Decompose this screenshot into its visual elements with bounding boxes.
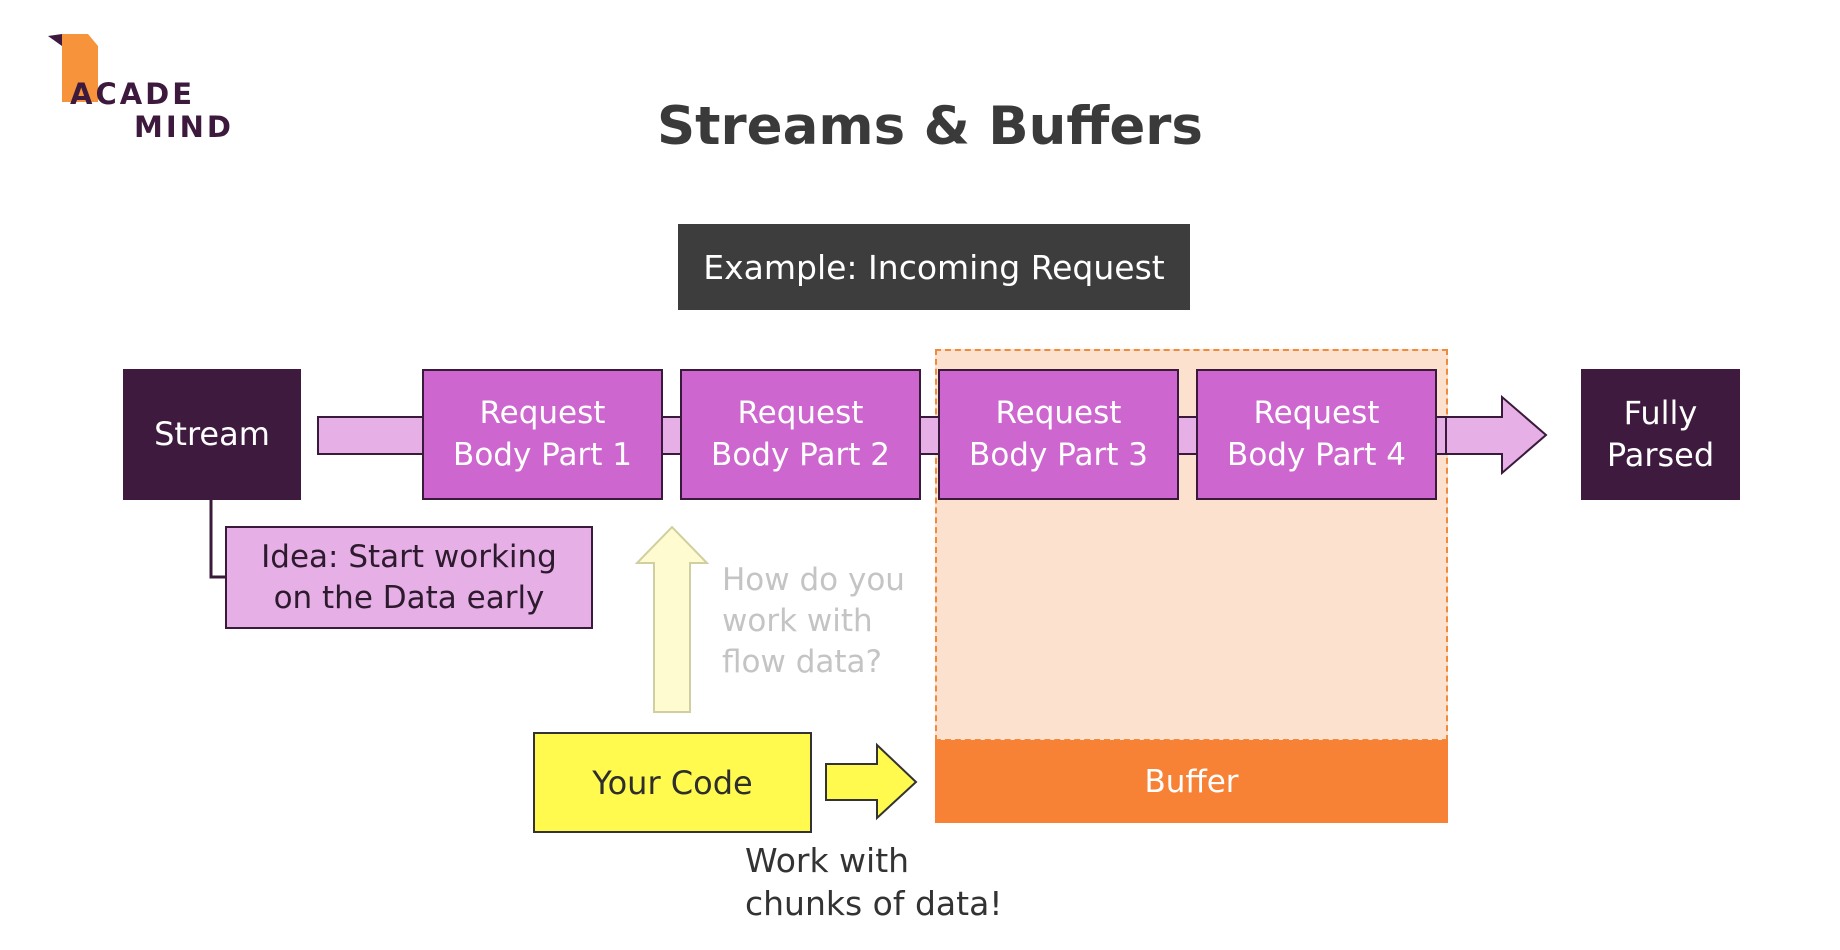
part-4-line1: Request (1253, 394, 1380, 431)
part-3-line2: Body Part 3 (969, 436, 1148, 473)
idea-note: Idea: Start working on the Data early (225, 526, 593, 629)
part-2-line2: Body Part 2 (711, 436, 890, 473)
bookmark-logo-icon (48, 34, 98, 102)
question-line3: flow data? (722, 644, 882, 681)
idea-line2: on the Data early (273, 579, 545, 616)
logo-text-line2: MIND (134, 110, 234, 144)
fully-parsed-box: Fully Parsed (1581, 369, 1740, 500)
question-line1: How do you (722, 562, 905, 598)
flow-arrow (1445, 394, 1548, 476)
request-part-2: Request Body Part 2 (680, 369, 921, 500)
chunks-line2: chunks of data! (745, 883, 1003, 923)
example-label: Example: Incoming Request (678, 224, 1190, 310)
request-part-3: Request Body Part 3 (938, 369, 1179, 500)
chunks-line1: Work with (745, 841, 910, 880)
logo-text-line1: ACADE (70, 77, 196, 111)
fully-parsed-line2: Parsed (1606, 435, 1715, 474)
buffer-bar: Buffer (935, 740, 1448, 823)
buffer-label: Buffer (1144, 763, 1239, 800)
fully-parsed-line1: Fully (1623, 393, 1698, 432)
request-part-1: Request Body Part 1 (422, 369, 663, 500)
question-line2: work with (722, 603, 873, 640)
stream-box: Stream (123, 369, 301, 500)
your-code-label: Your Code (592, 763, 753, 802)
part-4-line2: Body Part 4 (1227, 436, 1406, 473)
part-1-line2: Body Part 1 (453, 436, 632, 473)
academind-logo: ACADE MIND (48, 34, 238, 144)
your-code-box: Your Code (533, 732, 812, 833)
part-1-line1: Request (479, 394, 606, 431)
stream-label: Stream (154, 414, 270, 453)
page-title: Streams & Buffers (657, 96, 1203, 157)
request-part-4: Request Body Part 4 (1196, 369, 1437, 500)
right-arrow-icon (825, 742, 918, 821)
idea-connector (209, 500, 226, 579)
up-arrow-icon (634, 525, 710, 713)
idea-line1: Idea: Start working (261, 539, 557, 576)
flow-data-question: How do you work with flow data? (722, 560, 952, 684)
part-3-line1: Request (995, 394, 1122, 431)
chunks-note: Work with chunks of data! (745, 840, 1085, 926)
part-2-line1: Request (737, 394, 864, 431)
